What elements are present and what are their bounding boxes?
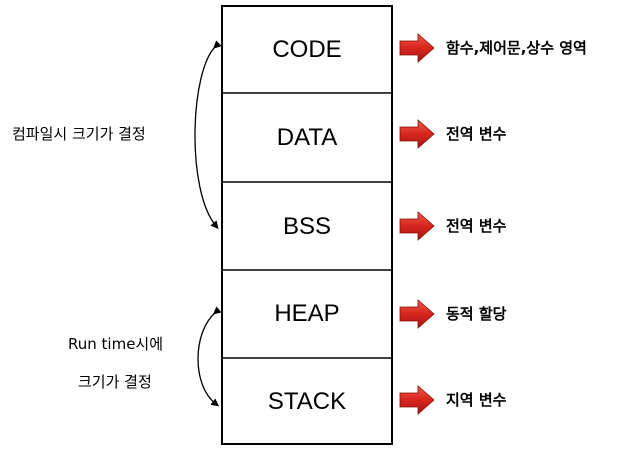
segment-description-heap: 동적 할당: [446, 305, 507, 323]
red-arrow-icon: [399, 33, 435, 63]
segment-description-stack: 지역 변수: [446, 391, 507, 409]
compile-time-label: 컴파일시 크기가 결정: [12, 125, 146, 143]
segment-description-data: 전역 변수: [446, 125, 507, 143]
runtime-label-line2: 크기가 결정: [78, 373, 152, 391]
runtime-curve-arrow: [197, 306, 222, 407]
segment-description-bss: 전역 변수: [446, 217, 507, 235]
segment-label-heap: HEAP: [274, 300, 340, 327]
memory-box-border: [221, 5, 393, 445]
red-arrow-icon: [399, 299, 435, 329]
segment-description-code: 함수,제어문,상수 영역: [446, 39, 587, 57]
red-arrow-icon: [399, 385, 435, 415]
compile-time-curve-arrow: [194, 40, 222, 230]
red-arrow-icon: [399, 211, 435, 241]
runtime-label-line1: Run time시에: [68, 335, 164, 353]
segment-label-code: CODE: [272, 36, 342, 63]
red-arrow-icon: [399, 119, 435, 149]
segment-label-bss: BSS: [282, 213, 332, 240]
segment-label-data: DATA: [276, 124, 338, 151]
segment-label-stack: STACK: [267, 388, 347, 415]
